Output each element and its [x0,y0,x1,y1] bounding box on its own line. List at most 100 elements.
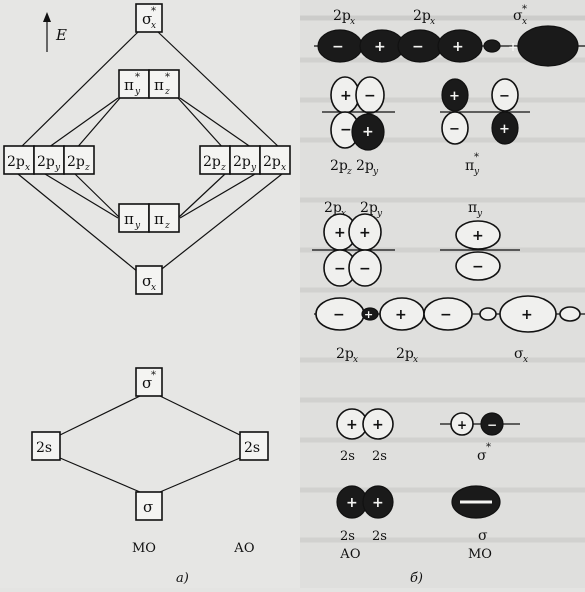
svg-text:π: π [468,200,477,216]
svg-text:x: x [151,283,156,293]
orbital-2s-pair-antibonding: + + 2s 2s [336,408,394,464]
svg-text:2p: 2p [263,154,281,170]
svg-text:2s: 2s [340,449,355,464]
svg-text:σ: σ [477,448,487,464]
svg-text:−: − [364,88,376,104]
svg-text:+: + [521,307,533,323]
svg-text:2p: 2p [330,158,348,174]
svg-text:+: + [372,495,384,511]
svg-text:π: π [124,76,134,94]
svg-text:z: z [84,163,90,173]
ao-column-label-b: АО [340,547,361,562]
svg-text:z: z [164,221,170,231]
svg-text:+: + [372,417,384,433]
mo-level-sigma-x-star: σ x * [135,3,163,33]
svg-text:*: * [151,370,156,381]
svg-text:x: x [522,17,527,27]
svg-text:π: π [124,210,134,228]
svg-text:*: * [486,442,491,453]
orbital-sigma-s: σ [451,485,501,544]
svg-text:σ: σ [143,498,153,516]
svg-text:x: x [25,163,30,173]
svg-text:*: * [151,6,156,17]
mo-level-pi-star: π y * π z * [118,69,180,99]
svg-text:−: − [499,89,510,104]
svg-text:−: − [332,39,344,55]
energy-axis: E [43,12,67,52]
panel-b-caption: б) [410,571,423,586]
svg-text:−: − [449,122,460,137]
svg-text:+: + [374,39,386,55]
svg-text:2p: 2p [333,8,351,24]
svg-text:2s: 2s [244,440,260,456]
correlation-lines [17,31,283,493]
svg-text:+: + [359,225,371,241]
svg-text:+: + [472,228,484,244]
svg-text:2p: 2p [67,154,85,170]
svg-text:2p: 2p [203,154,221,170]
svg-text:+: + [346,417,358,433]
svg-text:x: x [413,355,418,365]
ao-2s-right: 2s [239,431,269,461]
svg-text:y: y [476,209,483,219]
svg-text:σ: σ [142,272,152,290]
energy-label: E [55,26,67,44]
row2-labels: 2p z 2p y π y * [330,152,480,177]
ao-2s-left: 2s [31,431,61,461]
svg-text:2s: 2s [340,529,355,544]
svg-text:+: + [395,307,407,323]
svg-text:2s: 2s [372,529,387,544]
ao-2p-right: 2p z 2p y 2p x [199,145,291,175]
svg-text:2p: 2p [356,158,374,174]
orbital-sigma-x-star: − + − + + [314,25,585,67]
svg-text:*: * [522,4,527,15]
svg-text:σ: σ [478,528,488,544]
svg-text:x: x [353,355,358,365]
svg-text:2p: 2p [413,8,431,24]
svg-text:+: + [340,88,352,104]
svg-text:y: y [250,163,257,173]
svg-text:x: x [281,163,286,173]
svg-text:x: x [523,355,528,365]
svg-text:*: * [165,72,170,83]
row1-labels: 2p x 2p x σ x * [333,4,527,27]
svg-text:+: + [334,225,346,241]
ao-2p-left: 2p x 2p y 2p z [3,145,95,175]
svg-text:+: + [508,40,518,54]
svg-text:x: x [151,21,156,31]
svg-text:y: y [54,163,61,173]
svg-text:π: π [154,210,164,228]
svg-text:y: y [372,167,379,177]
svg-text:2p: 2p [324,200,342,216]
orbital-sigma-s-star: + − σ * [440,412,520,464]
svg-text:+: + [346,495,358,511]
svg-text:σ: σ [142,10,152,28]
svg-text:y: y [473,167,480,177]
svg-text:σ: σ [142,374,152,392]
svg-text:σ: σ [513,8,523,24]
svg-text:*: * [135,72,140,83]
row4-labels: 2p x 2p x σ x [336,346,528,365]
orbital-2s-pair-bonding: + + 2s 2s [336,485,394,544]
mo-column-label: МО [132,541,156,556]
svg-text:π: π [154,76,164,94]
panel-a-caption: а) [176,571,189,586]
svg-text:2s: 2s [36,440,52,456]
svg-text:2p: 2p [7,154,25,170]
svg-text:2p: 2p [360,200,378,216]
svg-text:−: − [412,39,424,55]
svg-text:*: * [474,152,479,163]
mo-level-sigma-x: σ x [135,265,163,295]
svg-text:z: z [346,167,352,177]
orbital-2p-pair-row2: + − − + [322,76,395,151]
svg-text:z: z [164,87,170,97]
svg-text:−: − [334,261,346,277]
svg-text:2s: 2s [372,449,387,464]
svg-text:+: + [499,122,510,137]
svg-text:x: x [430,17,435,27]
svg-text:+: + [449,89,460,104]
mo-level-pi-bonding: π y π z [118,203,180,233]
svg-text:+: + [457,418,467,432]
